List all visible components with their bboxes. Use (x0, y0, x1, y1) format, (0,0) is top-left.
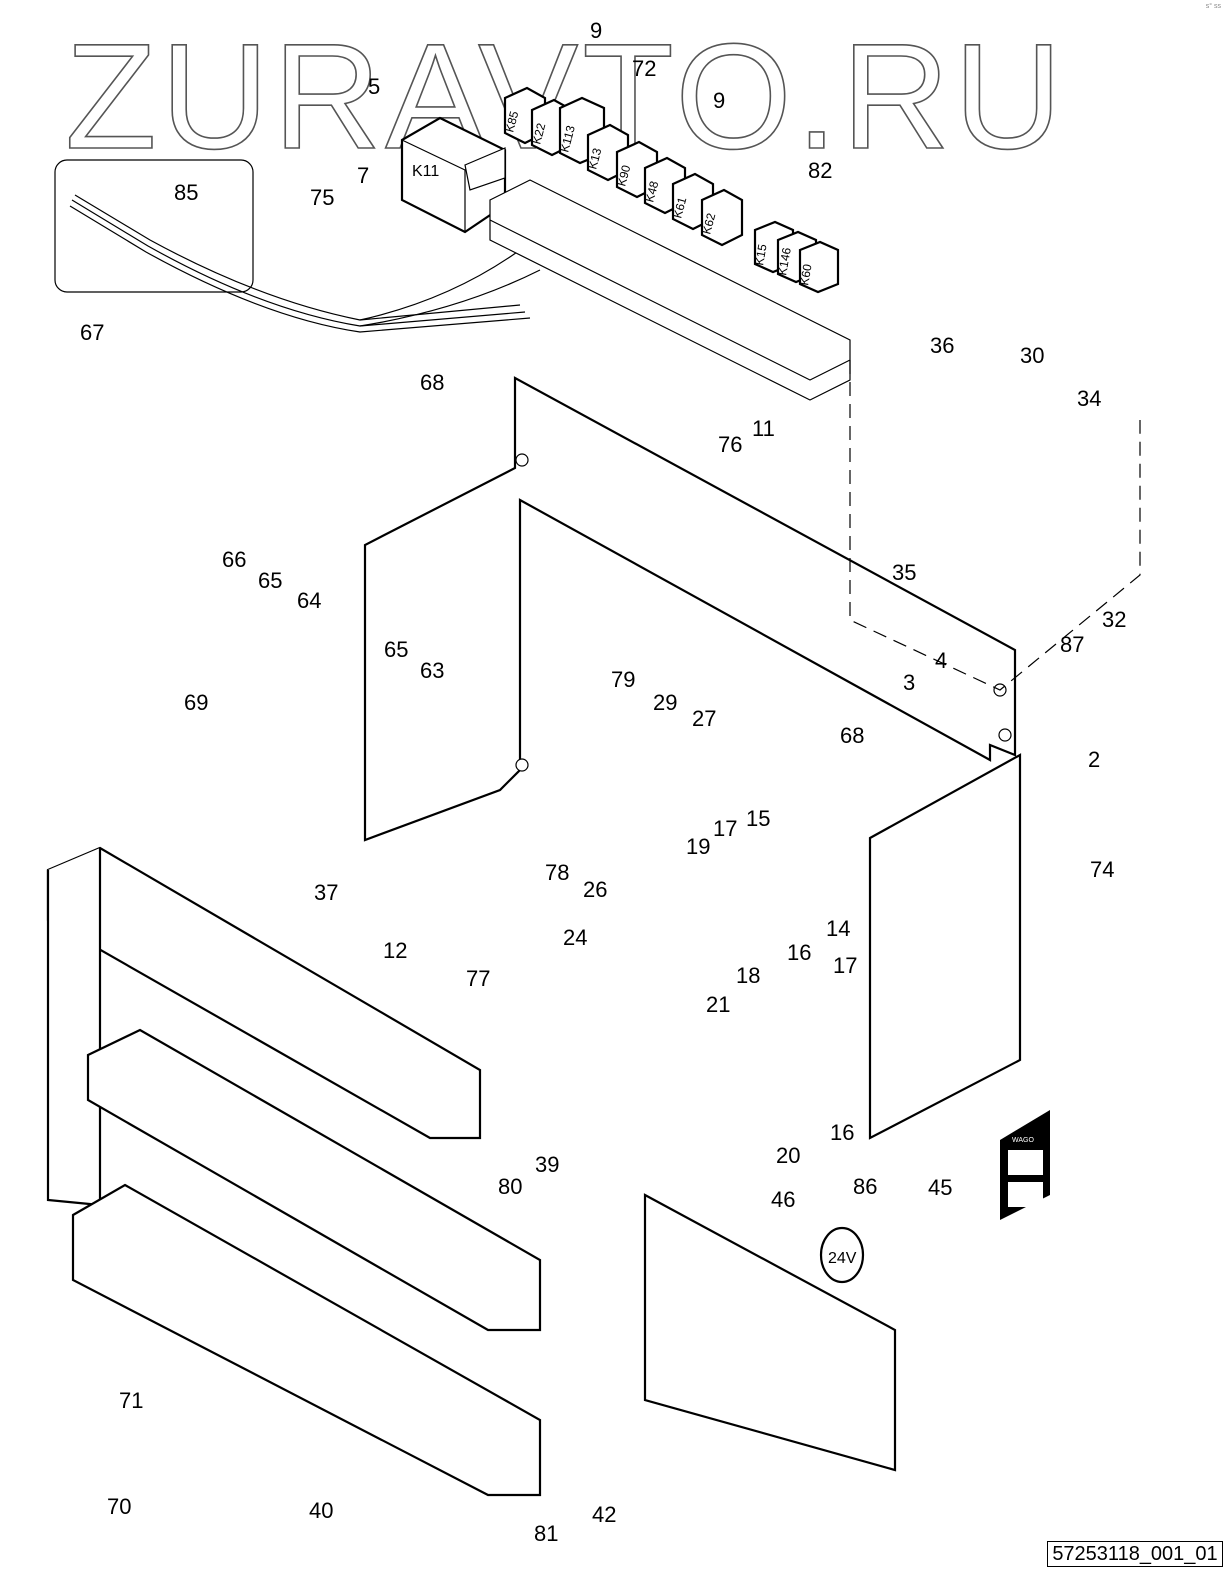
callout-7: 7 (357, 163, 369, 188)
svg-text:K22: K22 (529, 121, 548, 146)
callout-81: 81 (534, 1521, 558, 1546)
callout-12: 12 (383, 938, 407, 963)
socket-rail (489, 179, 851, 401)
callout-9: 9 (713, 88, 725, 113)
cable-duct-lower (71, 1183, 542, 1497)
connector-outline (849, 360, 1141, 691)
callout-2: 2 (1088, 747, 1100, 772)
callout-69: 69 (184, 690, 208, 715)
cable-duct-middle (86, 1028, 542, 1332)
callout-34: 34 (1077, 386, 1101, 411)
callout-11: 11 (752, 416, 775, 441)
svg-text:K146: K146 (775, 246, 794, 276)
svg-text:K15: K15 (752, 243, 770, 267)
svg-text:K13: K13 (585, 146, 604, 171)
corner-mark: s° ss (1205, 3, 1221, 10)
callout-63: 63 (420, 658, 444, 683)
wago-tag: WAGO (1000, 1110, 1050, 1220)
main-relay: K11 (400, 116, 507, 234)
relay-group-82: K15 K146 K60 (752, 220, 840, 294)
callout-5: 5 (368, 74, 380, 99)
callout-17: 17 (713, 816, 737, 841)
callout-32: 32 (1102, 607, 1126, 632)
callout-46: 46 (771, 1187, 795, 1212)
callout-42: 42 (592, 1502, 616, 1527)
callout-24: 24 (563, 925, 587, 950)
label-plate (643, 1193, 897, 1472)
callout-86: 86 (853, 1174, 877, 1199)
main-relay-label: K11 (412, 163, 439, 180)
document-id: 57253118_001_01 (1047, 1541, 1223, 1567)
callout-35: 35 (892, 560, 916, 585)
callout-3: 3 (903, 670, 915, 695)
svg-text:K90: K90 (614, 163, 633, 188)
svg-text:24V: 24V (828, 1250, 857, 1267)
mounting-plate (363, 376, 1017, 842)
callout-67: 67 (80, 320, 104, 345)
callout-72: 72 (632, 56, 656, 81)
relay-row: K85 K22 K113 K13 K90 K48 K61 K62 (502, 86, 744, 247)
callout-19: 19 (686, 834, 710, 859)
callout-79: 79 (611, 667, 635, 692)
callout-37: 37 (314, 880, 338, 905)
cable-duct-upper (46, 846, 482, 1207)
harness-inset (54, 159, 541, 333)
svg-text:K61: K61 (670, 195, 689, 220)
callout-87: 87 (1060, 632, 1084, 657)
callout-26: 26 (583, 877, 607, 902)
callout-29: 29 (653, 690, 677, 715)
callout-71: 71 (119, 1388, 143, 1413)
callout-labels: 9 72 9 5 82 85 7 75 67 68 76 11 36 30 34… (80, 18, 1126, 1546)
svg-text:K62: K62 (699, 211, 718, 236)
callout-45: 45 (928, 1175, 952, 1200)
callout-18: 18 (736, 963, 760, 988)
callout-85: 85 (174, 180, 198, 205)
svg-text:K85: K85 (502, 109, 521, 134)
callout-82: 82 (808, 158, 832, 183)
callout-70: 70 (107, 1494, 131, 1519)
callout-75: 75 (310, 185, 334, 210)
svg-text:WAGO: WAGO (1012, 1137, 1034, 1144)
callout-20: 20 (776, 1143, 800, 1168)
callout-77: 77 (466, 966, 490, 991)
callout-40: 40 (309, 1498, 333, 1523)
callout-36: 36 (930, 333, 954, 358)
callout-17: 17 (833, 953, 857, 978)
callout-16: 16 (787, 940, 811, 965)
callout-27: 27 (692, 706, 716, 731)
callout-78: 78 (545, 860, 569, 885)
side-plate (868, 753, 1022, 1140)
callout-15: 15 (746, 806, 770, 831)
callout-76: 76 (718, 432, 742, 457)
callout-39: 39 (535, 1152, 559, 1177)
callout-4: 4 (935, 648, 947, 673)
callout-21: 21 (706, 992, 730, 1017)
svg-text:K113: K113 (557, 124, 578, 154)
callout-30: 30 (1020, 343, 1044, 368)
callout-65: 65 (384, 637, 408, 662)
callout-64: 64 (297, 588, 321, 613)
callout-14: 14 (826, 916, 850, 941)
callout-65: 65 (258, 568, 282, 593)
callout-68: 68 (420, 370, 444, 395)
voltage-badge: 24V (819, 1226, 865, 1284)
callout-66: 66 (222, 547, 246, 572)
svg-text:K60: K60 (797, 263, 815, 287)
callout-16: 16 (830, 1120, 854, 1145)
callout-9: 9 (590, 18, 602, 43)
callout-80: 80 (498, 1174, 522, 1199)
svg-text:K48: K48 (642, 179, 661, 204)
callout-68: 68 (840, 723, 864, 748)
callout-74: 74 (1090, 857, 1114, 882)
